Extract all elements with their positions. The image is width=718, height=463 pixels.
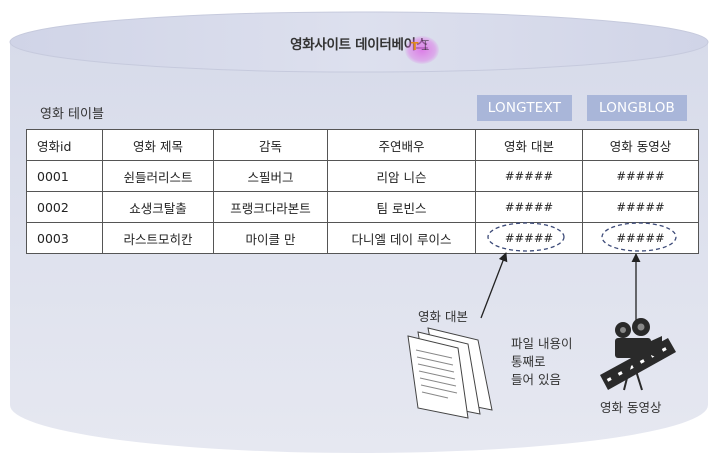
cell-actor: 팀 로빈스 [327, 191, 476, 223]
file-note-line: 통째로 [511, 354, 546, 369]
longblob-badge: LONGBLOB [587, 95, 687, 121]
video-label: 영화 동영상 [600, 400, 662, 415]
cursor-highlight [405, 36, 439, 64]
cell-actor: 다니엘 데이 루이스 [327, 222, 476, 254]
cell-script: ##### [475, 160, 583, 192]
header-video: 영화 동영상 [582, 129, 699, 161]
cell-video: ##### [582, 160, 699, 192]
table-row: 0001 쉰들러리스트 스필버그 리암 니슨 ##### ##### [26, 160, 699, 192]
header-director: 감독 [213, 129, 328, 161]
movie-table: 영화id 영화 제목 감독 주연배우 영화 대본 영화 동영상 0001 쉰들러… [26, 129, 699, 254]
table-header-row: 영화id 영화 제목 감독 주연배우 영화 대본 영화 동영상 [26, 129, 699, 161]
cell-video: ##### [582, 222, 699, 254]
cell-video: ##### [582, 191, 699, 223]
cell-director: 스필버그 [213, 160, 328, 192]
cell-script: ##### [475, 222, 583, 254]
header-movie-title: 영화 제목 [102, 129, 214, 161]
header-movie-id: 영화id [26, 129, 103, 161]
file-note-line: 들어 있음 [511, 372, 561, 387]
file-content-note: 파일 내용이 통째로 들어 있음 [511, 335, 572, 389]
cell-id: 0002 [26, 191, 103, 223]
table-row: 0002 쇼생크탈출 프랭크다라본트 팀 로빈스 ##### ##### [26, 191, 699, 223]
cell-id: 0001 [26, 160, 103, 192]
longtext-badge: LONGTEXT [477, 95, 572, 121]
file-note-line: 파일 내용이 [511, 336, 573, 351]
database-title: 영화사이트 데이터베이스 [290, 37, 428, 53]
script-label: 영화 대본 [418, 309, 468, 324]
cell-title: 쇼생크탈출 [102, 191, 214, 223]
header-script: 영화 대본 [475, 129, 583, 161]
cell-id: 0003 [26, 222, 103, 254]
table-row: 0003 라스트모히칸 마이클 만 다니엘 데이 루이스 ##### ##### [26, 222, 699, 254]
text-cursor-icon: ⌶ [421, 38, 430, 54]
cylinder-top [9, 11, 709, 73]
cell-director: 마이클 만 [213, 222, 328, 254]
cell-title: 라스트모히칸 [102, 222, 214, 254]
text-tool-icon: T [411, 40, 419, 53]
cell-script: ##### [475, 191, 583, 223]
header-lead-actor: 주연배우 [327, 129, 476, 161]
cell-title: 쉰들러리스트 [102, 160, 214, 192]
table-caption: 영화 테이블 [40, 107, 104, 122]
cell-actor: 리암 니슨 [327, 160, 476, 192]
cell-director: 프랭크다라본트 [213, 191, 328, 223]
